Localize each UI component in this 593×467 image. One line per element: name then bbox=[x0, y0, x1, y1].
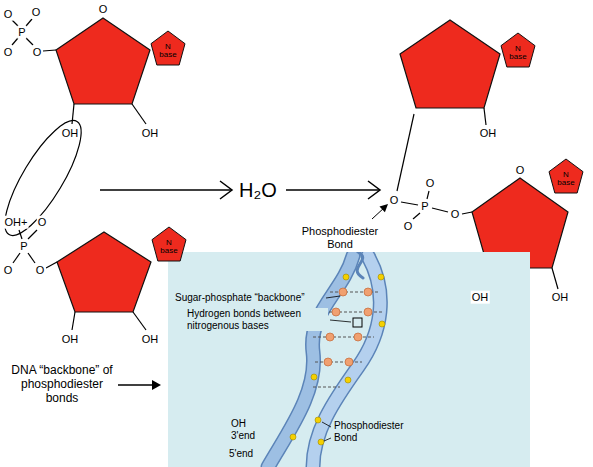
base-label: N base bbox=[157, 234, 181, 255]
atom-label: O bbox=[403, 220, 414, 233]
note-label: Phosphodiester Bond bbox=[299, 225, 381, 250]
base-label: N base bbox=[554, 166, 578, 187]
arrow-head bbox=[152, 380, 161, 390]
atom-label: P bbox=[19, 240, 28, 253]
sugar-ring bbox=[57, 232, 151, 312]
atom-label: O bbox=[31, 6, 42, 19]
atom-label: OH bbox=[61, 127, 80, 140]
base-pentagon: N base bbox=[151, 226, 187, 262]
panel-label: OH 3'end bbox=[230, 418, 262, 441]
panel-label: Phosphodiester Bond bbox=[333, 420, 415, 443]
atom-label: O bbox=[389, 194, 400, 207]
base-label: N base bbox=[156, 38, 180, 59]
atom-label: O bbox=[3, 46, 14, 59]
atom-label: O bbox=[35, 264, 46, 277]
base-label: N base bbox=[506, 40, 530, 61]
atom-label: OH+ bbox=[4, 216, 29, 229]
atom-label: O bbox=[32, 46, 43, 59]
atom-label: O bbox=[3, 8, 14, 21]
pointer-arrow bbox=[118, 384, 154, 386]
atom-label: OH bbox=[141, 127, 160, 140]
note-label: DNA “backbone” of phosphodiester bonds bbox=[9, 364, 116, 405]
atom-label: OH bbox=[471, 291, 490, 304]
atom-label: OH bbox=[61, 333, 80, 346]
sugar-ring bbox=[400, 20, 500, 108]
atom-label: OH bbox=[479, 127, 498, 140]
arrow-head bbox=[380, 204, 389, 212]
atom-label: O bbox=[3, 264, 14, 277]
atom-label: H₂O bbox=[238, 179, 278, 202]
panel-label: Sugar-phosphate “backbone” bbox=[174, 292, 306, 304]
atom-label: O bbox=[37, 216, 48, 229]
base-pentagon: N base bbox=[150, 30, 186, 66]
atom-label: O bbox=[425, 177, 436, 190]
reaction-circle bbox=[0, 111, 94, 245]
base-pentagon: N base bbox=[500, 32, 536, 68]
atom-label: O bbox=[515, 164, 526, 177]
atom-label: O bbox=[98, 3, 109, 16]
atom-label: OH bbox=[141, 333, 160, 346]
base-pentagon: N base bbox=[548, 158, 584, 194]
atom-label: P bbox=[17, 26, 26, 39]
panel-label: 5'end bbox=[228, 448, 254, 460]
dna-panel: Sugar-phosphate “backbone” Hydrogen bonds… bbox=[168, 252, 530, 467]
panel-label: Hydrogen bonds between nitrogenous bases bbox=[186, 308, 328, 331]
atom-label: P bbox=[420, 200, 429, 213]
sugar-ring bbox=[56, 18, 150, 104]
atom-label: OH bbox=[551, 291, 570, 304]
atom-label: O bbox=[450, 208, 461, 221]
